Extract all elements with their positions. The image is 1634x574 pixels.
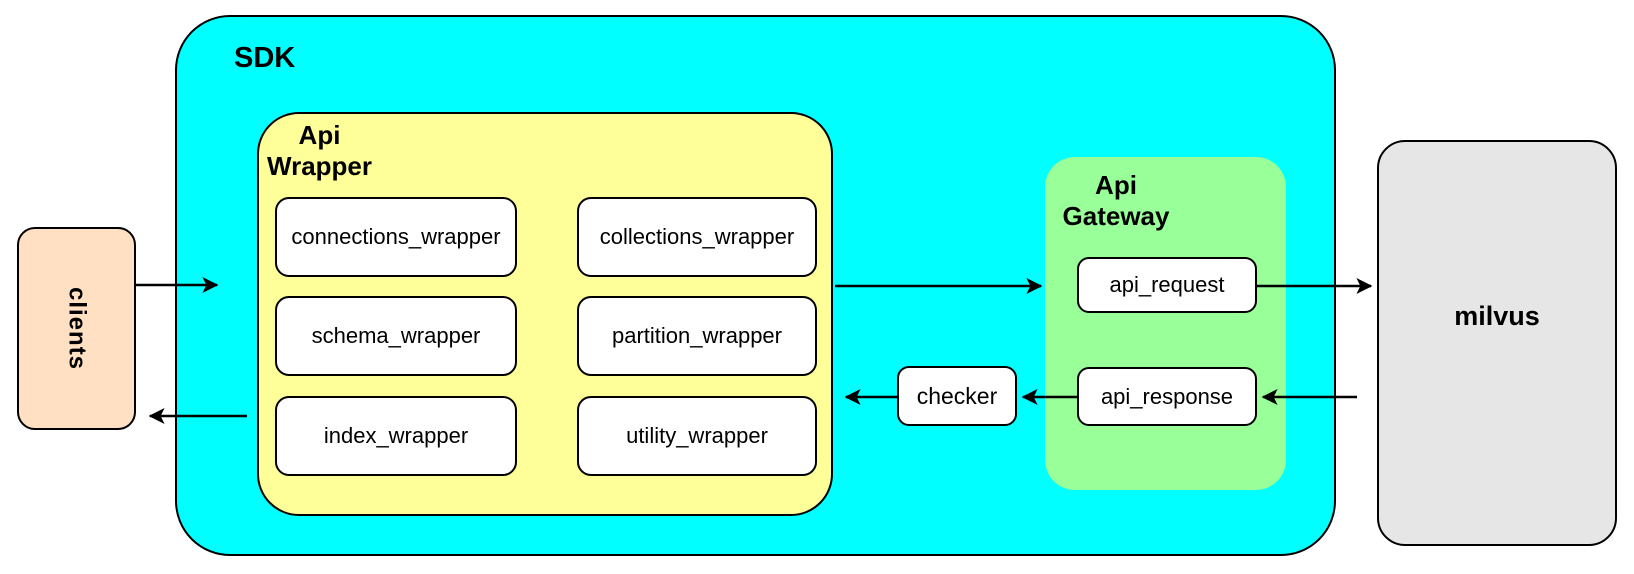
checker-label: checker — [916, 382, 998, 409]
index-wrapper-label: index_wrapper — [323, 423, 469, 448]
milvus-box: milvus — [1377, 140, 1617, 546]
connections-wrapper-label: connections_wrapper — [291, 224, 501, 249]
api-gateway-title-line1: Api — [1095, 170, 1137, 200]
api-wrapper-title-line2: Wrapper — [267, 150, 372, 181]
api-response-box: api_response — [1077, 367, 1257, 426]
utility-wrapper-label: utility_wrapper — [626, 423, 768, 448]
schema-wrapper-box: schema_wrapper — [275, 296, 517, 376]
partition-wrapper-box: partition_wrapper — [577, 296, 817, 376]
clients-label: clients — [63, 286, 91, 371]
api-gateway-title-line2: Gateway — [1062, 200, 1170, 231]
collections-wrapper-label: collections_wrapper — [599, 224, 795, 249]
api-request-box: api_request — [1077, 257, 1257, 313]
clients-box: clients — [17, 227, 136, 430]
collections-wrapper-box: collections_wrapper — [577, 197, 817, 277]
utility-wrapper-box: utility_wrapper — [577, 396, 817, 476]
connections-wrapper-box: connections_wrapper — [275, 197, 517, 277]
api-gateway-title: Api Gateway — [1055, 170, 1177, 231]
schema-wrapper-label: schema_wrapper — [311, 323, 481, 348]
index-wrapper-box: index_wrapper — [275, 396, 517, 476]
partition-wrapper-label: partition_wrapper — [612, 323, 782, 348]
api-wrapper-title: Api Wrapper — [257, 120, 382, 181]
api-wrapper-title-line1: Api — [298, 120, 341, 150]
api-response-label: api_response — [1100, 383, 1234, 409]
milvus-label: milvus — [1454, 300, 1540, 331]
api-gateway-container — [1045, 157, 1286, 490]
sdk-label: SDK — [234, 42, 296, 74]
api-request-label: api_request — [1109, 272, 1225, 297]
checker-box: checker — [897, 366, 1017, 426]
